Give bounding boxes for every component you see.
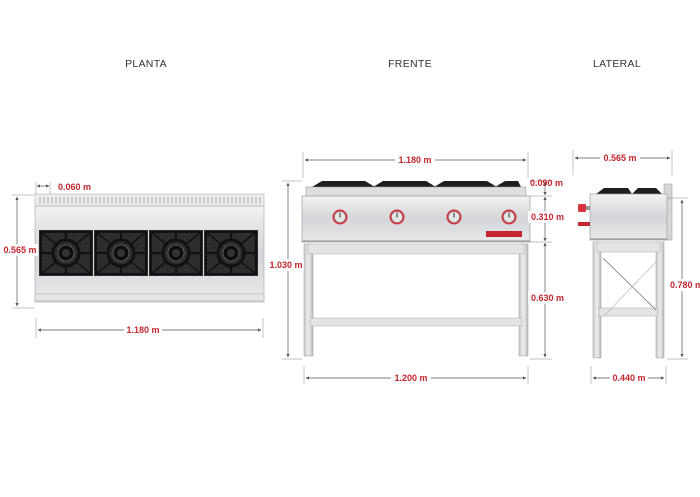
control-knob-icon [578,204,586,212]
lateral-body [589,193,668,241]
frente-leg-right [518,243,529,357]
control-knob-icon [501,209,517,225]
burner-icon [92,228,150,278]
lateral-leg-front [592,241,602,359]
view-title-lateral: LATERAL [593,58,641,70]
dim-frente-height: 1.030 m [269,260,302,270]
lateral-leg-back [655,241,665,359]
frente-view: 1.180 m 1.030 m 0.090 m 0.310 m 0.630 m … [268,152,564,384]
view-title-frente: FRENTE [388,58,432,70]
control-knob-icon [446,209,462,225]
frente-top-rail [307,243,525,255]
lateral-lower-rail [598,307,659,317]
dim-frente-backsplash: 0.090 m [530,178,563,188]
lateral-grate-left [596,188,632,194]
dim-frente-base-width: 1.200 m [394,373,427,383]
frente-grates [312,181,521,187]
brand-plate-icon [486,231,522,237]
dim-frente-top-width: 1.180 m [398,155,431,165]
dim-planta-depth: 0.565 m [3,245,36,255]
lateral-top-rail [596,241,661,253]
dim-planta-gap: 0.060 m [58,182,91,192]
lateral-grate-right [632,188,662,194]
dim-frente-legs: 0.630 m [531,293,564,303]
burner-icon [202,228,260,278]
planta-backsplash [34,193,265,207]
control-knob-icon [332,209,348,225]
control-knob-icon [389,209,405,225]
lateral-brace [602,257,657,311]
frente-backsplash [305,186,527,197]
planta-vent-slots [39,197,261,204]
brand-plate-icon [578,222,590,226]
planta-front-rail [34,293,265,302]
dim-planta-width: 1.180 m [126,325,159,335]
dim-frente-body: 0.310 m [531,212,564,222]
lateral-view: 0.565 m 0.780 m 0.440 m [572,150,700,384]
burner-icon [147,228,205,278]
frente-leg-left [303,243,314,357]
view-title-planta: PLANTA [125,58,167,70]
planta-view: 0.060 m 0.565 m 1.180 m [2,182,265,338]
dim-lateral-depth-top: 0.565 m [603,153,636,163]
dim-lateral-leg-height: 0.780 m [670,280,700,290]
frente-lower-rail [309,317,523,327]
burner-icon [37,228,95,278]
dim-lateral-base-depth: 0.440 m [612,373,645,383]
